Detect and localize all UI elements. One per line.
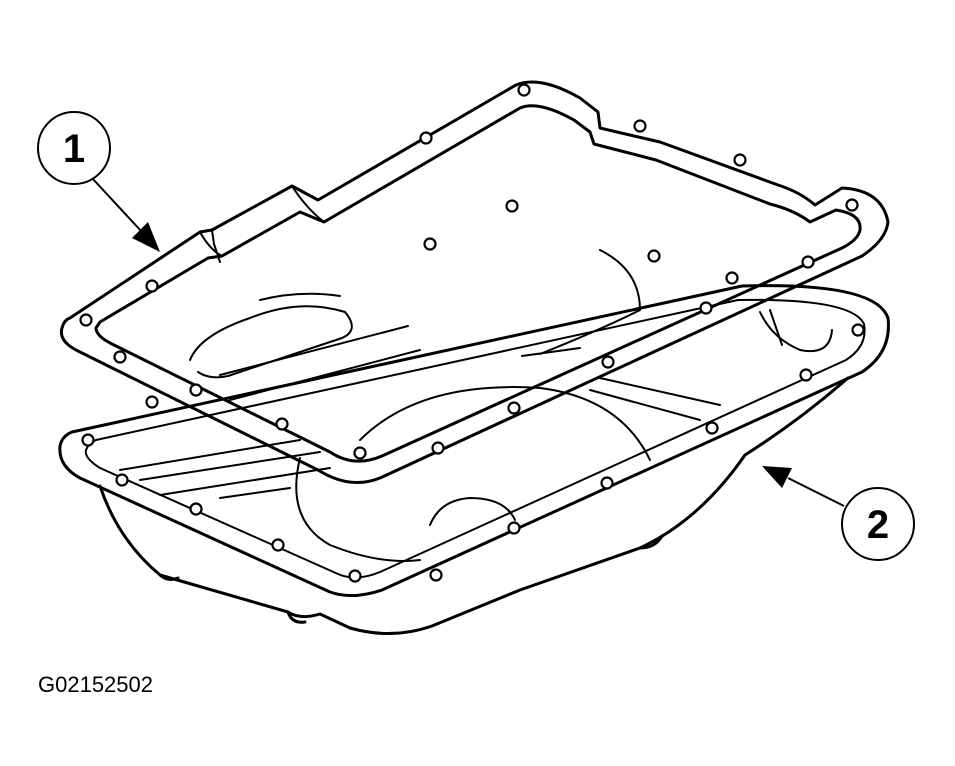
callout-1-circle	[37, 111, 111, 185]
callout-2-arrowhead	[762, 466, 792, 488]
callout-2-number: 2	[867, 503, 889, 547]
callout-2-leader	[787, 477, 845, 507]
callout-1: 1	[37, 111, 160, 252]
oil-pan	[58, 284, 890, 635]
figure-code: G02152502	[38, 672, 153, 697]
gasket	[59, 80, 890, 484]
callout-1-number: 1	[63, 127, 85, 171]
callout-1-leader	[91, 177, 143, 233]
callout-2-circle	[841, 487, 915, 561]
callout-2: 2	[762, 466, 915, 561]
callout-1-arrowhead	[132, 222, 160, 252]
pan-interior-contours	[189, 249, 641, 401]
